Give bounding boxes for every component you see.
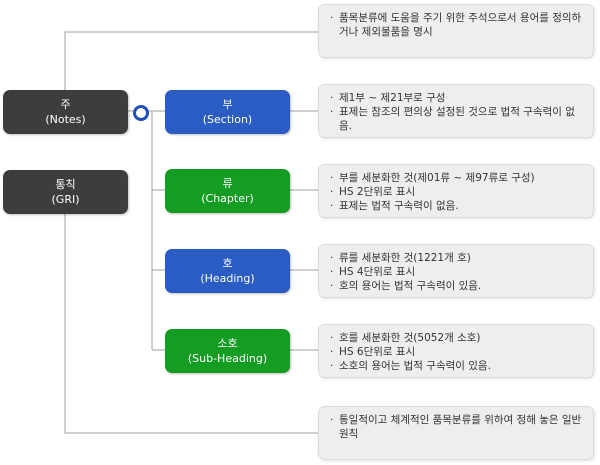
chapter-description-line: 부를 세분화한 것(제01류 ~ 제97류로 구성)	[329, 171, 585, 185]
heading-description: 류를 세분화한 것(1221개 호) HS 4단위로 표시 호의 용어는 법적 …	[318, 244, 594, 298]
heading-description-line: 호의 용어는 법적 구속력이 있음.	[329, 279, 585, 293]
gri-description-line: 통일적이고 체계적인 품목분류를 위하여 정해 놓은 일반원칙	[329, 413, 585, 441]
heading-description-line: 류를 세분화한 것(1221개 호)	[329, 251, 585, 265]
section-node: 부 (Section)	[165, 90, 290, 134]
section-description-line: 표제는 참조의 편의상 설정된 것으로 법적 구속력이 없음.	[329, 105, 585, 133]
chapter-description: 부를 세분화한 것(제01류 ~ 제97류로 구성) HS 2단위로 표시 표제…	[318, 164, 594, 218]
subheading-description-line: 소호의 용어는 법적 구속력이 있음.	[329, 359, 585, 373]
notes-node-ko: 주	[60, 98, 71, 111]
section-node-ko: 부	[222, 98, 233, 111]
chapter-description-line: HS 2단위로 표시	[329, 185, 585, 199]
heading-description-line: HS 4단위로 표시	[329, 265, 585, 279]
heading-node-en: (Heading)	[200, 272, 255, 285]
notes-description-line: 품목분류에 도움을 주기 위한 주석으로서 용어를 정의하거나 제외물품을 명시	[329, 11, 585, 39]
section-node-en: (Section)	[202, 113, 253, 126]
subheading-node: 소호 (Sub-Heading)	[165, 329, 290, 373]
section-description: 제1부 ~ 제21부로 구성 표제는 참조의 편의상 설정된 것으로 법적 구속…	[318, 84, 594, 138]
gri-node-en: (GRI)	[51, 193, 80, 206]
notes-description: 품목분류에 도움을 주기 위한 주석으로서 용어를 정의하거나 제외물품을 명시	[318, 4, 594, 58]
heading-node-ko: 호	[222, 257, 233, 270]
heading-node: 호 (Heading)	[165, 249, 290, 293]
notes-node: 주 (Notes)	[3, 90, 128, 134]
subheading-node-ko: 소호	[217, 337, 238, 350]
chapter-node: 류 (Chapter)	[165, 169, 290, 213]
connector-dot	[133, 105, 149, 121]
chapter-description-line: 표제는 법적 구속력이 없음.	[329, 199, 585, 213]
subheading-description-line: HS 6단위로 표시	[329, 345, 585, 359]
notes-node-en: (Notes)	[45, 113, 86, 126]
chapter-node-ko: 류	[222, 177, 233, 190]
subheading-node-en: (Sub-Heading)	[187, 352, 268, 365]
gri-node-ko: 통칙	[55, 178, 76, 191]
chapter-node-en: (Chapter)	[201, 192, 254, 205]
gri-description: 통일적이고 체계적인 품목분류를 위하여 정해 놓은 일반원칙	[318, 406, 594, 460]
subheading-description: 호를 세분화한 것(5052개 소호) HS 6단위로 표시 소호의 용어는 법…	[318, 324, 594, 378]
section-description-line: 제1부 ~ 제21부로 구성	[329, 91, 585, 105]
gri-node: 통칙 (GRI)	[3, 170, 128, 214]
subheading-description-line: 호를 세분화한 것(5052개 소호)	[329, 331, 585, 345]
